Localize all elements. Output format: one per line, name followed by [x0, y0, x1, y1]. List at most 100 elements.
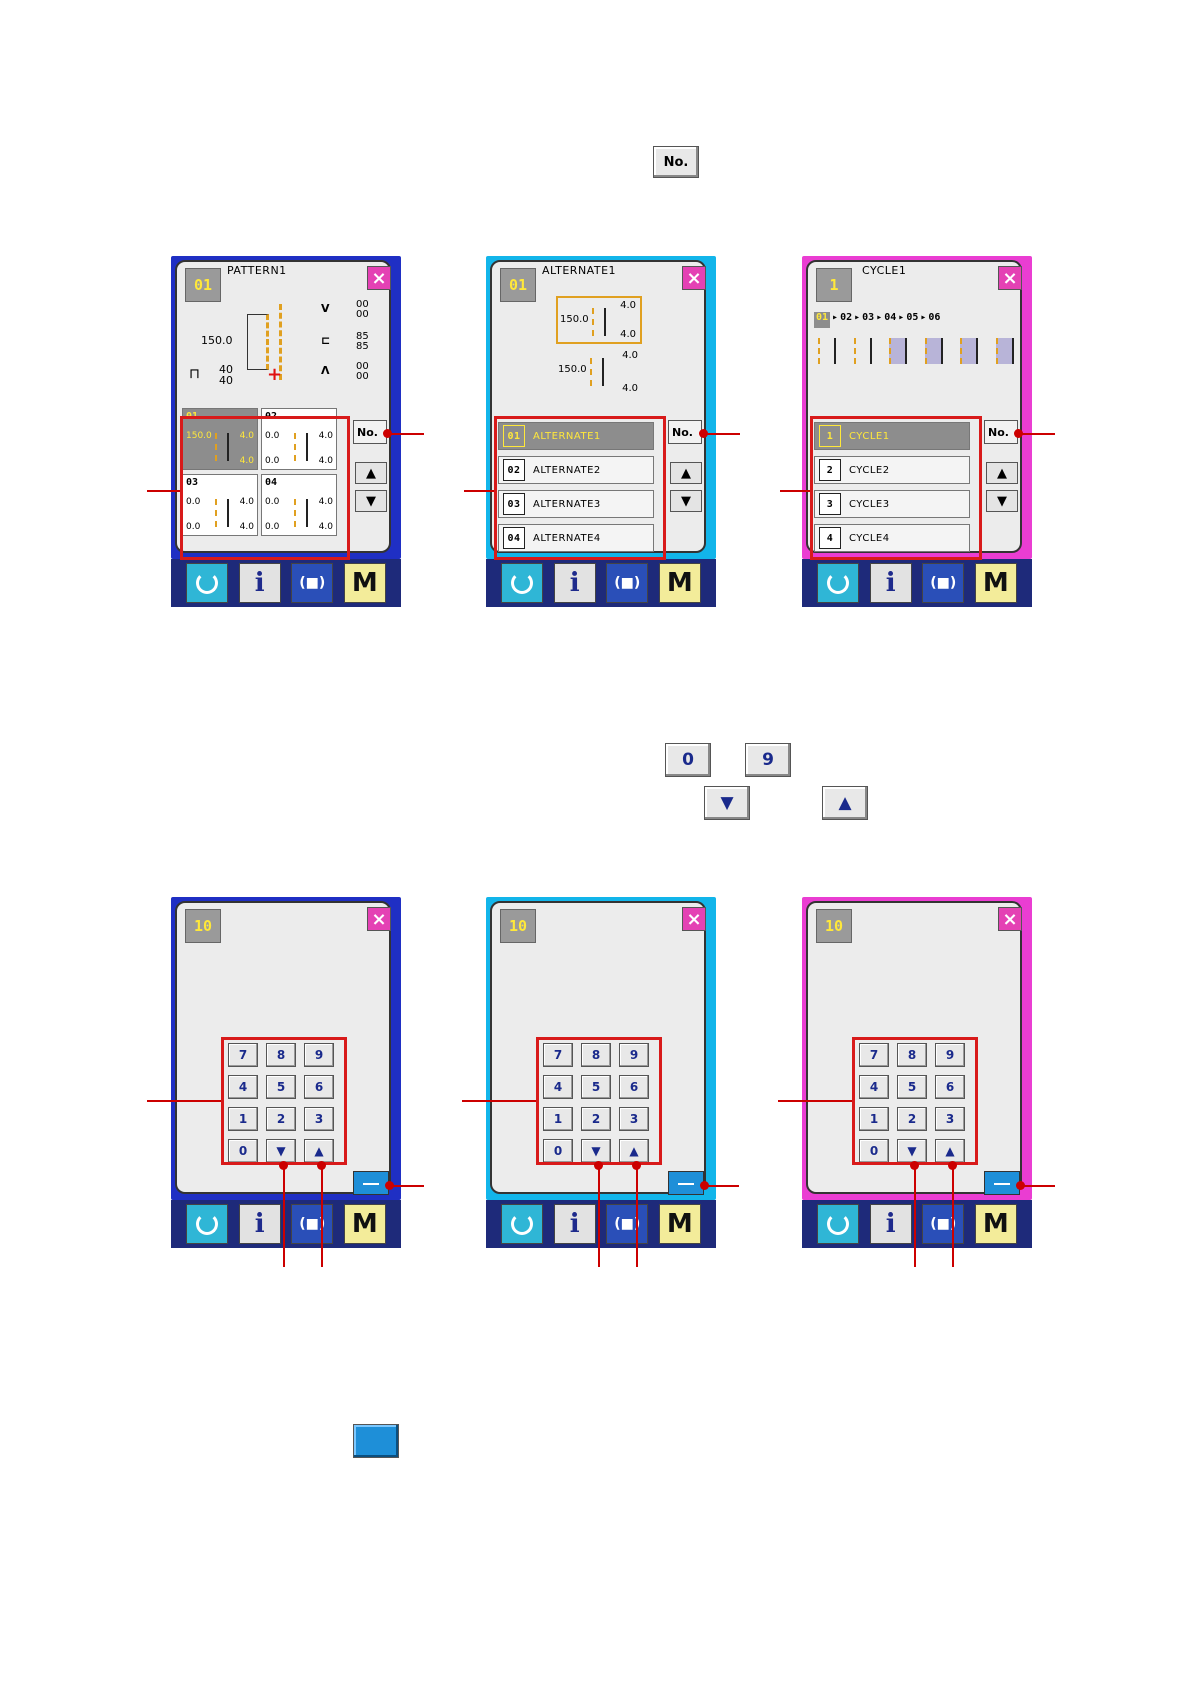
communication-button[interactable]: (■): [291, 563, 334, 603]
key-1[interactable]: 1: [543, 1107, 573, 1131]
scroll-down-button[interactable]: ▼: [670, 490, 702, 512]
key-3[interactable]: 3: [935, 1107, 965, 1131]
key-2[interactable]: 2: [581, 1107, 611, 1131]
ready-button[interactable]: [817, 1204, 860, 1244]
alternate-number-input-screen: 10 × 7 8 9 4 5 6 1 2 3 0 ▼ ▲ i (■) M: [486, 897, 716, 1248]
ready-button[interactable]: [817, 563, 860, 603]
key-1[interactable]: 1: [859, 1107, 889, 1131]
key-5[interactable]: 5: [897, 1075, 927, 1099]
scroll-up-button[interactable]: ▲: [986, 462, 1018, 484]
key-7[interactable]: 7: [543, 1043, 573, 1067]
mode-button[interactable]: M: [658, 1204, 701, 1244]
close-button[interactable]: ×: [367, 907, 391, 931]
info-button[interactable]: i: [869, 563, 912, 603]
key-7[interactable]: 7: [859, 1043, 889, 1067]
ready-button[interactable]: [186, 563, 229, 603]
key-5[interactable]: 5: [581, 1075, 611, 1099]
close-button[interactable]: ×: [367, 266, 391, 290]
key-4[interactable]: 4: [543, 1075, 573, 1099]
ready-button[interactable]: [501, 1204, 544, 1244]
mode-button[interactable]: M: [343, 563, 386, 603]
close-button[interactable]: ×: [998, 907, 1022, 931]
key-8[interactable]: 8: [897, 1043, 927, 1067]
pattern-shape: [247, 314, 269, 370]
number-input-button[interactable]: No.: [984, 420, 1018, 444]
info-button[interactable]: i: [553, 563, 596, 603]
key-7[interactable]: 7: [228, 1043, 258, 1067]
communication-button[interactable]: (■): [606, 1204, 649, 1244]
callout-leader: [147, 1100, 221, 1102]
scroll-down-button[interactable]: ▼: [986, 490, 1018, 512]
enter-button[interactable]: [984, 1171, 1020, 1195]
bottom-bar: i (■) M: [802, 559, 1032, 607]
scroll-down-button[interactable]: ▼: [355, 490, 387, 512]
key-0[interactable]: 0: [228, 1139, 258, 1163]
scroll-up-button[interactable]: ▲: [670, 462, 702, 484]
info-button[interactable]: i: [553, 1204, 596, 1244]
increment-button[interactable]: ▲: [935, 1139, 965, 1163]
number-input-button[interactable]: No.: [668, 420, 702, 444]
key-1[interactable]: 1: [228, 1107, 258, 1131]
key-2[interactable]: 2: [897, 1107, 927, 1131]
callout-leader: [1019, 433, 1055, 435]
key-9[interactable]: 9: [935, 1043, 965, 1067]
bottom-bar: i (■) M: [486, 559, 716, 607]
key-8[interactable]: 8: [581, 1043, 611, 1067]
key-6[interactable]: 6: [935, 1075, 965, 1099]
highlight-keypad: [536, 1037, 662, 1165]
decrement-button[interactable]: ▼: [581, 1139, 611, 1163]
ready-icon: [196, 572, 219, 594]
communication-button[interactable]: (■): [606, 563, 649, 603]
communication-button[interactable]: (■): [291, 1204, 334, 1244]
pattern-icon: 01: [185, 268, 221, 302]
ready-button[interactable]: [186, 1204, 229, 1244]
communication-icon: (■): [614, 575, 641, 591]
enter-button[interactable]: [353, 1171, 389, 1195]
cycle-pattern-previews: [818, 338, 1014, 366]
ready-button[interactable]: [501, 563, 544, 603]
pattern-tile[interactable]: 03 4.0 4.0 0.0 0.0: [182, 474, 258, 536]
mode-button[interactable]: M: [343, 1204, 386, 1244]
communication-button[interactable]: (■): [922, 1204, 965, 1244]
key-9[interactable]: 9: [304, 1043, 334, 1067]
key-4[interactable]: 4: [228, 1075, 258, 1099]
key-3[interactable]: 3: [619, 1107, 649, 1131]
pattern-tile[interactable]: 04 4.0 4.0 0.0 0.0: [261, 474, 337, 536]
close-button[interactable]: ×: [998, 266, 1022, 290]
scroll-up-button[interactable]: ▲: [355, 462, 387, 484]
mode-button[interactable]: M: [974, 1204, 1017, 1244]
mode-button[interactable]: M: [974, 563, 1017, 603]
close-button[interactable]: ×: [682, 907, 706, 931]
key-6[interactable]: 6: [304, 1075, 334, 1099]
info-button[interactable]: i: [238, 1204, 281, 1244]
key-0[interactable]: 0: [543, 1139, 573, 1163]
key-9[interactable]: 9: [619, 1043, 649, 1067]
screen-title: CYCLE1: [862, 264, 907, 277]
increment-button[interactable]: ▲: [304, 1139, 334, 1163]
callout-leader: [283, 1165, 285, 1267]
callout-leader: [778, 1100, 852, 1102]
key-5[interactable]: 5: [266, 1075, 296, 1099]
communication-button[interactable]: (■): [922, 563, 965, 603]
mode-button[interactable]: M: [658, 563, 701, 603]
number-input-button[interactable]: No.: [353, 420, 387, 444]
info-button[interactable]: i: [869, 1204, 912, 1244]
key-0[interactable]: 0: [859, 1139, 889, 1163]
key-6[interactable]: 6: [619, 1075, 649, 1099]
close-button[interactable]: ×: [682, 266, 706, 290]
key-8[interactable]: 8: [266, 1043, 296, 1067]
key-4[interactable]: 4: [859, 1075, 889, 1099]
key-3[interactable]: 3: [304, 1107, 334, 1131]
enter-button[interactable]: [668, 1171, 704, 1195]
info-button[interactable]: i: [238, 563, 281, 603]
key-2[interactable]: 2: [266, 1107, 296, 1131]
